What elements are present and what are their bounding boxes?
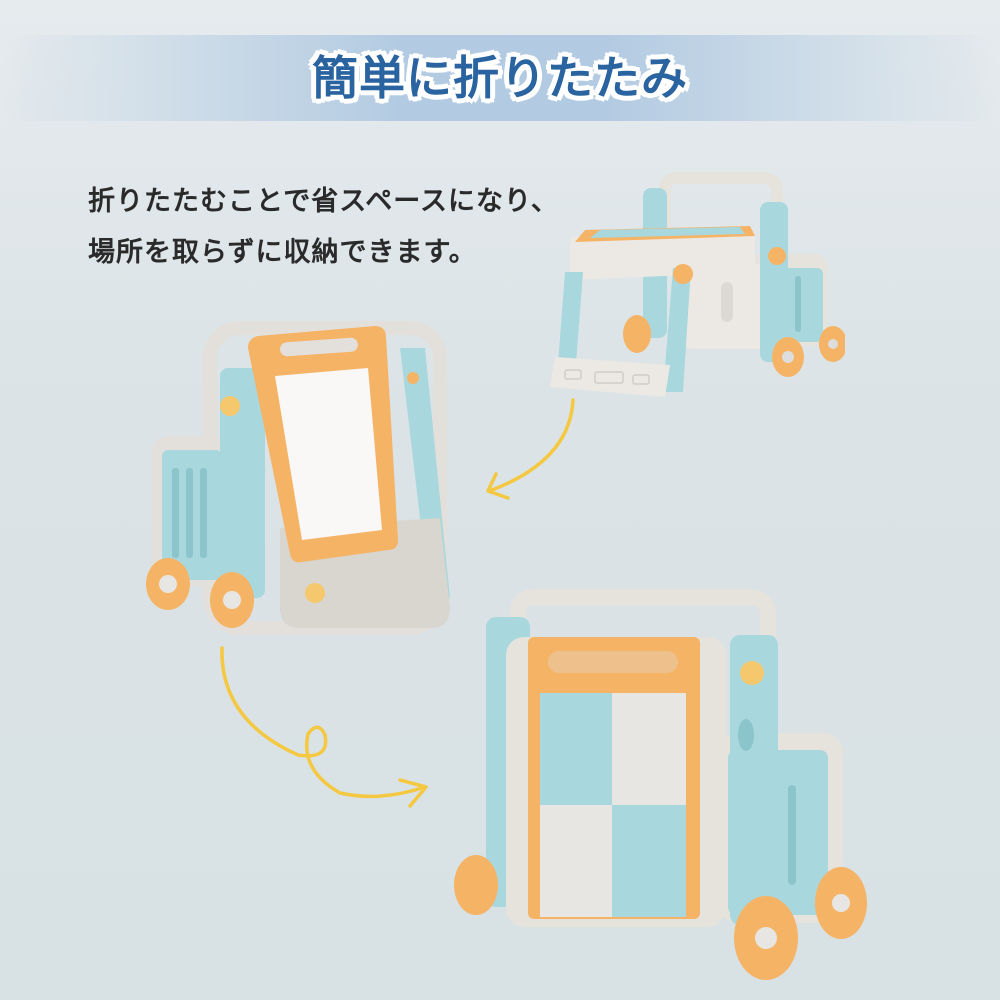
arrow-icon-to-folded [220,646,428,808]
description-line-2: 場所を取らずに収納できます。 [88,237,477,268]
page-title: 簡単に折りたたみ [312,51,688,105]
product-image-desk-mode [550,172,845,397]
product-image-folded-mode [454,589,867,980]
description-line-1: 折りたたむことで省スペースになり、 [88,186,559,217]
product-image-easel-mode [146,321,450,635]
description: 折りたたむことで省スペースになり、 場所を取らずに収納できます。 [88,176,559,278]
arrow-icon-to-easel [486,398,575,500]
title-banner [0,35,1000,121]
